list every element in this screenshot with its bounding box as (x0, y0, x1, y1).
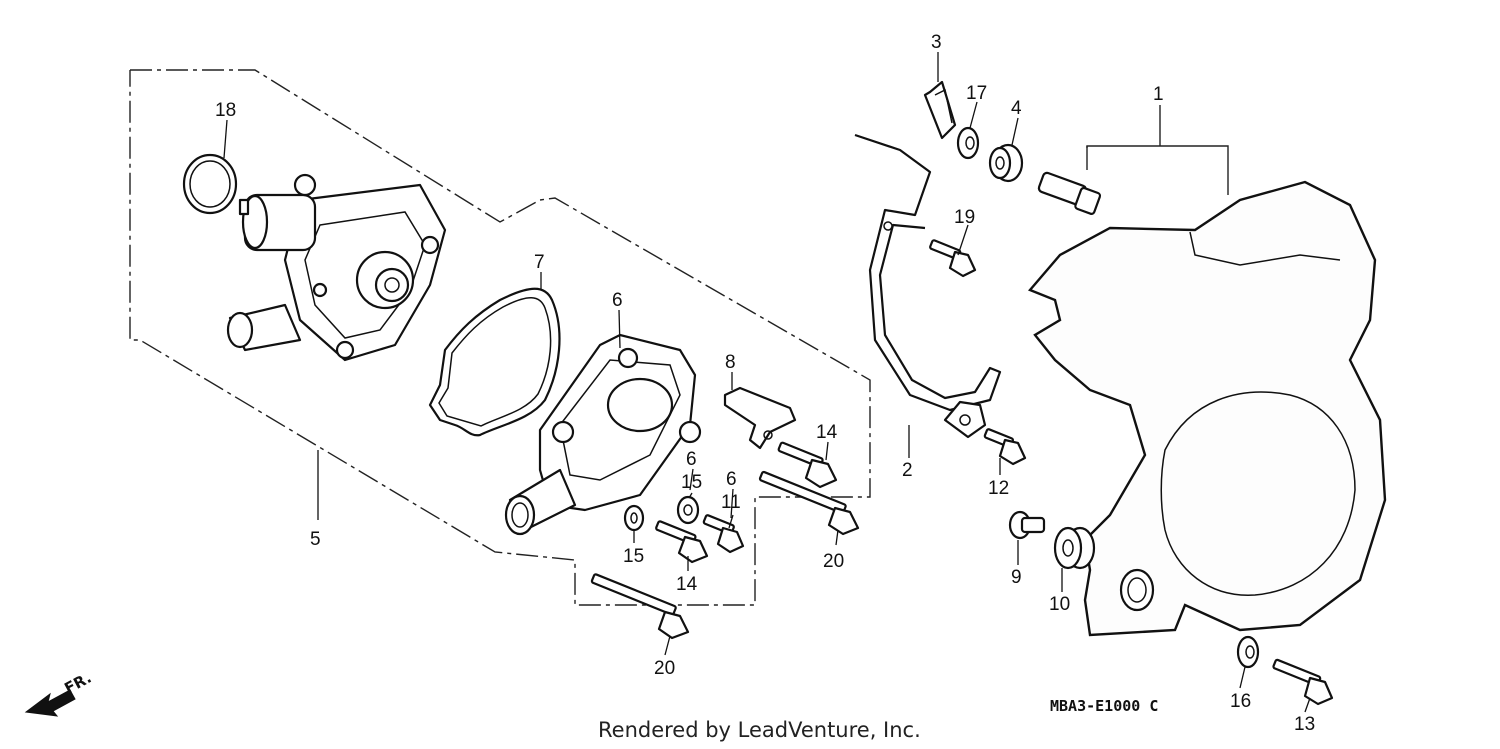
washer-17 (956, 126, 980, 160)
callout-6-b: 6 (686, 449, 697, 470)
callout-9: 9 (1011, 567, 1022, 588)
callout-5: 5 (310, 529, 321, 550)
cover-stud (1037, 171, 1102, 215)
callout-17: 17 (966, 83, 987, 104)
bolt-19 (929, 239, 977, 278)
callout-13: 13 (1294, 714, 1315, 735)
callout-18: 18 (215, 100, 236, 121)
callout-4: 4 (1011, 98, 1022, 119)
callout-1: 1 (1153, 84, 1164, 105)
pump-cover-6 (504, 333, 702, 536)
callout-6-c: 6 (726, 469, 737, 490)
callout-14-b: 14 (676, 574, 698, 595)
bolt-20-a (758, 470, 860, 536)
diagram-code: MBA3-E1000 C (1050, 697, 1158, 715)
o-ring-18 (182, 153, 238, 215)
water-pump-5 (226, 173, 447, 362)
strap-2 (854, 133, 1002, 439)
washer-16 (1236, 635, 1260, 669)
callout-15-a: 15 (681, 472, 702, 493)
callout-15-b: 15 (623, 546, 644, 567)
callout-20-b: 20 (654, 658, 675, 679)
washer-15-a (676, 495, 700, 525)
bolt-20-b (590, 573, 690, 640)
callout-16: 16 (1230, 691, 1251, 712)
callout-2: 2 (902, 460, 913, 481)
callout-7: 7 (534, 252, 545, 273)
grommet-10 (1053, 526, 1096, 570)
bracket-8 (723, 386, 797, 450)
washer-15-b (623, 504, 645, 532)
bolt-12 (983, 428, 1027, 466)
bolt-11 (702, 514, 745, 554)
clip-3 (923, 80, 957, 140)
bolt-14-b (655, 520, 709, 564)
callout-3: 3 (931, 32, 942, 53)
credit-text: Rendered by LeadVenture, Inc. (598, 718, 921, 742)
assembly-bracket-1 (1086, 105, 1229, 195)
callouts: 1 2 3 4 5 6 6 6 7 8 9 10 11 12 13 14 14 … (215, 32, 1315, 735)
callout-19: 19 (954, 207, 975, 228)
callout-10: 10 (1049, 594, 1070, 615)
leader-lines (223, 52, 1311, 713)
callout-8: 8 (725, 352, 736, 373)
collar-9 (1008, 510, 1046, 540)
gasket-7 (428, 287, 561, 437)
callout-20-a: 20 (823, 551, 844, 572)
assembly-bracket-5 (129, 69, 871, 606)
front-direction-arrow: FR. (24, 669, 94, 717)
callout-14-a: 14 (816, 422, 838, 443)
callout-6-a: 6 (612, 290, 623, 311)
bolt-13 (1272, 658, 1334, 706)
bolt-14-a (777, 441, 838, 489)
grommet-4 (988, 143, 1024, 183)
callout-11: 11 (721, 492, 741, 513)
cover-1 (1027, 180, 1387, 637)
callout-12: 12 (988, 478, 1009, 499)
